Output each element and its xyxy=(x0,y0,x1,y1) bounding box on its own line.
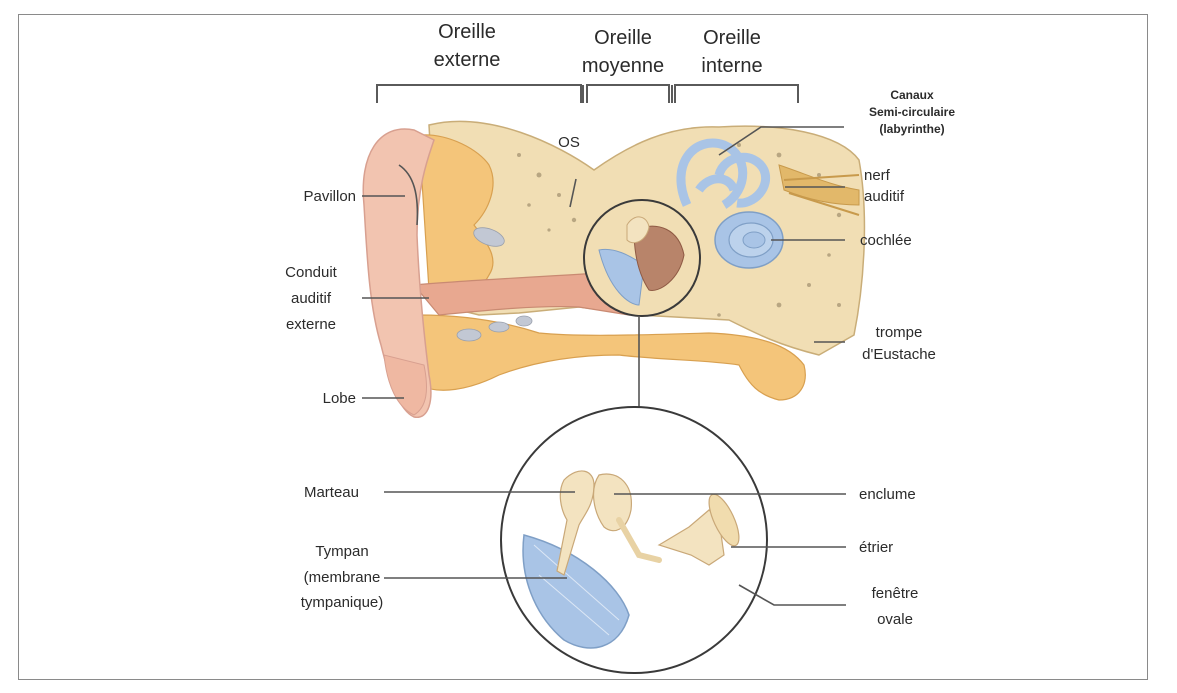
bracket-inner xyxy=(675,85,798,103)
svg-text:auditif: auditif xyxy=(291,290,332,307)
ear-anatomy-diagram: Oreille externe Oreille moyenne Oreille … xyxy=(19,15,1147,679)
label-marteau: Marteau xyxy=(304,484,359,501)
label-trompe: trompe d'Eustache xyxy=(862,324,936,363)
ear-illustration xyxy=(363,121,864,673)
region-heading-inner: Oreille interne xyxy=(701,27,762,77)
region-heading-middle: Oreille moyenne xyxy=(582,27,664,77)
cartilage-upper xyxy=(419,135,493,295)
bracket-middle xyxy=(587,85,669,103)
region-middle-line2: moyenne xyxy=(582,55,664,77)
label-canaux: Canaux Semi-circulaire (labyrinthe) xyxy=(869,88,955,136)
svg-text:Semi-circulaire: Semi-circulaire xyxy=(869,105,955,119)
svg-text:tympanique): tympanique) xyxy=(301,594,384,611)
svg-text:externe: externe xyxy=(286,316,336,333)
diagram-frame: Oreille externe Oreille moyenne Oreille … xyxy=(18,14,1148,680)
label-conduit: Conduit auditif externe xyxy=(285,264,338,333)
svg-text:ovale: ovale xyxy=(877,611,913,628)
bracket-external xyxy=(377,85,581,103)
svg-text:Tympan: Tympan xyxy=(315,543,368,560)
label-fenetre: fenêtre ovale xyxy=(872,585,919,628)
svg-text:d'Eustache: d'Eustache xyxy=(862,346,936,363)
svg-text:nerf: nerf xyxy=(864,167,891,184)
label-etrier: étrier xyxy=(859,539,893,556)
svg-text:(labyrinthe): (labyrinthe) xyxy=(879,122,944,136)
region-external-line2: externe xyxy=(434,49,501,71)
region-heading-external: Oreille externe xyxy=(434,21,501,71)
svg-text:fenêtre: fenêtre xyxy=(872,585,919,602)
region-external-line1: Oreille xyxy=(438,21,496,43)
svg-text:auditif: auditif xyxy=(864,188,905,205)
region-middle-line1: Oreille xyxy=(594,27,652,49)
svg-text:Canaux: Canaux xyxy=(890,88,934,102)
label-nerf: nerf auditif xyxy=(864,167,905,205)
region-inner-line1: Oreille xyxy=(703,27,761,49)
label-os: OS xyxy=(558,134,580,151)
ossicles-detail xyxy=(501,407,767,673)
svg-text:Conduit: Conduit xyxy=(285,264,338,281)
ear-lobe xyxy=(384,355,427,415)
region-inner-line2: interne xyxy=(701,55,762,77)
middle-ear-magnifier xyxy=(584,200,700,316)
label-tympan: Tympan (membrane tympanique) xyxy=(301,543,384,611)
label-lobe: Lobe xyxy=(323,390,356,407)
label-cochlee: cochlée xyxy=(860,232,912,249)
label-enclume: enclume xyxy=(859,486,916,503)
svg-text:trompe: trompe xyxy=(876,324,923,341)
label-pavillon: Pavillon xyxy=(303,188,356,205)
svg-text:(membrane: (membrane xyxy=(304,569,381,586)
